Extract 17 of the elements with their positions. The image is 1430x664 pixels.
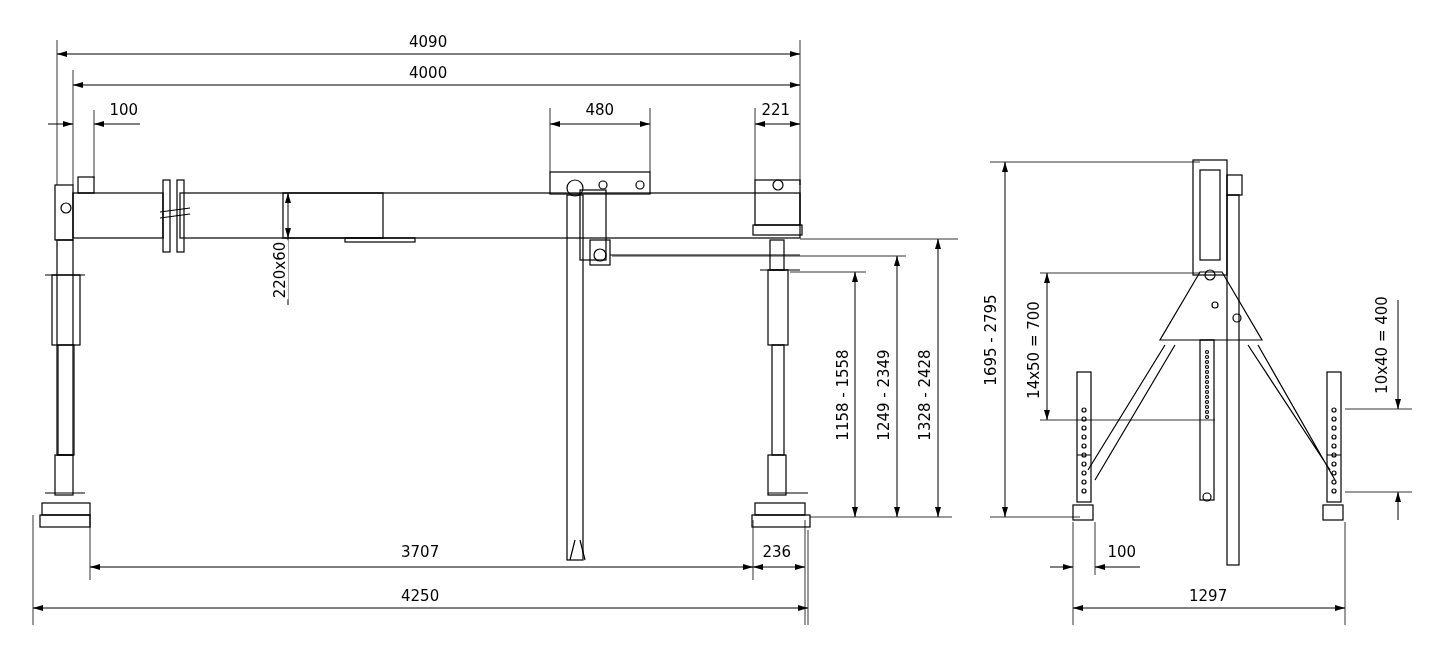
dimension-value: 4000 — [408, 65, 449, 81]
dimension-value: 4250 — [400, 588, 441, 604]
dimension-value: 236 — [761, 544, 793, 560]
dimension-value: 100 — [1106, 544, 1138, 560]
dimension-value: 14x50 = 700 — [1025, 300, 1042, 400]
dimension-value: 1695 - 2795 — [982, 293, 999, 387]
dimension-value: 10x40 = 400 — [1373, 295, 1390, 395]
dimension-value: 480 — [584, 102, 616, 118]
dimension-value: 220x60 — [271, 240, 288, 300]
dimension-value: 1158 - 1558 — [834, 348, 851, 442]
dimension-value: 100 — [108, 102, 140, 118]
dimension-value: 1297 — [1188, 588, 1229, 604]
dimension-value: 3707 — [400, 544, 441, 560]
dimension-value: 1328 - 2428 — [916, 348, 933, 442]
dimension-value: 221 — [760, 102, 792, 118]
dimension-value: 4090 — [408, 34, 449, 50]
dimension-value: 1249 - 2349 — [875, 348, 892, 442]
